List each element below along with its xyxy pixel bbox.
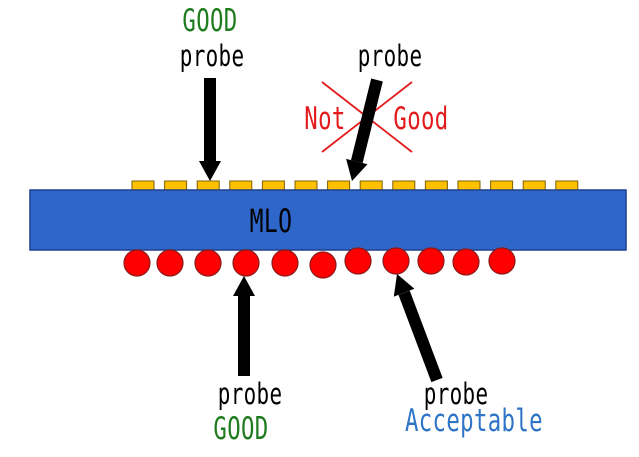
solder-ball xyxy=(382,247,410,275)
solder-ball xyxy=(309,251,337,279)
solder-ball xyxy=(417,247,445,275)
probe-label-bottom-right: probe xyxy=(423,377,489,411)
probe-label-top-left: probe xyxy=(179,39,245,73)
probe-arrow-top-left xyxy=(199,78,221,181)
solder-ball xyxy=(123,249,151,277)
arrow-shaft xyxy=(398,290,443,383)
solder-ball xyxy=(344,247,372,275)
verdict-good-label-struck: Good xyxy=(393,101,449,137)
probe-label-bottom-left: probe xyxy=(217,377,283,411)
verdict-acceptable: Acceptable xyxy=(404,403,543,439)
probe-arrows xyxy=(199,78,443,383)
bottom-solder-balls xyxy=(123,247,516,279)
mlo-label: MLO xyxy=(249,202,293,240)
mlo-substrate xyxy=(29,189,627,251)
solder-ball xyxy=(271,249,299,277)
verdict-good-top: GOOD xyxy=(182,3,238,39)
verdict-good-bottom: GOOD xyxy=(213,411,269,447)
top-pads xyxy=(131,180,579,192)
probe-label-top-right: probe xyxy=(357,39,423,73)
arrow-head xyxy=(346,158,368,181)
solder-ball xyxy=(156,249,184,277)
arrow-head xyxy=(199,161,221,181)
solder-ball xyxy=(488,247,516,275)
probe-arrow-top-right xyxy=(346,78,383,181)
arrow-head xyxy=(233,276,255,296)
verdict-not-label: Not xyxy=(304,101,346,137)
solder-ball xyxy=(232,249,260,277)
probe-arrow-bottom-left xyxy=(233,276,255,376)
arrow-shaft xyxy=(350,78,383,164)
probe-arrow-bottom-right xyxy=(393,274,443,383)
arrow-head xyxy=(393,274,415,297)
solder-ball xyxy=(194,249,222,277)
solder-ball xyxy=(452,248,480,276)
